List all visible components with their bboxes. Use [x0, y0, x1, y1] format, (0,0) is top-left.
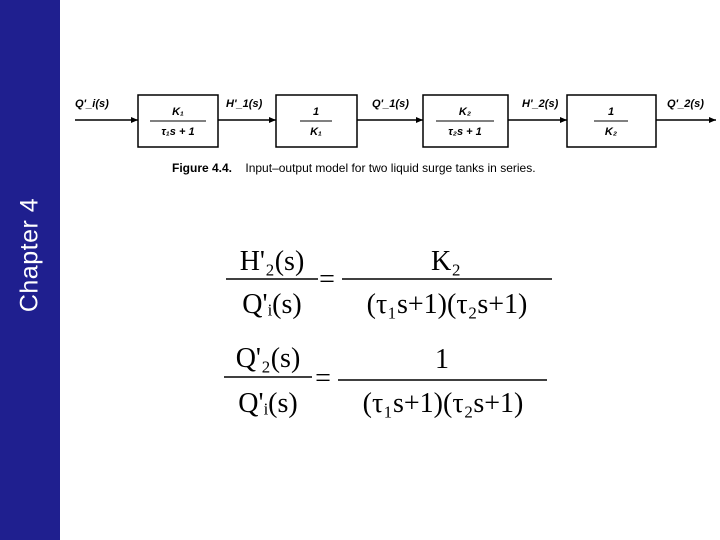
- block4-numerator: 1: [608, 106, 614, 118]
- signal-label-q2: Q'_2(s): [667, 98, 704, 110]
- block4-denominator: K₂: [605, 126, 617, 138]
- equation-1: H'₂(s) Q'ᵢ(s) = K₂ (τ₁s+1)(τ₂s+1): [226, 246, 552, 320]
- signal-label-h2: H'_2(s): [522, 98, 559, 110]
- eq2-lhs-numerator: Q'₂(s): [236, 343, 301, 374]
- eq1-rhs-denominator: (τ₁s+1)(τ₂s+1): [367, 289, 528, 320]
- block2-numerator: 1: [313, 106, 319, 118]
- block3-denominator: τ₂s + 1: [448, 126, 481, 138]
- figure-caption: Figure 4.4. Input–output model for two l…: [172, 161, 536, 175]
- eq2-equals: =: [315, 363, 331, 394]
- eq2-lhs-denominator: Q'ᵢ(s): [238, 388, 297, 419]
- block-diagram: Q'_i(s) H'_1(s) Q'_1(s) H'_2(s) Q'_2(s) …: [75, 94, 716, 175]
- eq1-lhs-numerator: H'₂(s): [240, 246, 305, 277]
- chapter-sidebar: Chapter 4: [0, 0, 60, 540]
- eq2-rhs-denominator: (τ₁s+1)(τ₂s+1): [363, 388, 524, 419]
- eq1-rhs-numerator: K₂: [431, 246, 461, 277]
- block1-denominator: τ₁s + 1: [161, 126, 194, 138]
- eq1-equals: =: [319, 264, 335, 295]
- block3-numerator: K₂: [459, 106, 471, 118]
- equation-2: Q'₂(s) Q'ᵢ(s) = 1 (τ₁s+1)(τ₂s+1): [224, 343, 547, 419]
- figure-caption-label: Figure 4.4.: [172, 161, 232, 175]
- figure-caption-text: Input–output model for two liquid surge …: [245, 161, 535, 175]
- block2-denominator: K₁: [310, 126, 322, 138]
- signal-label-q1: Q'_1(s): [372, 98, 409, 110]
- eq1-lhs-denominator: Q'ᵢ(s): [242, 289, 301, 320]
- eq2-rhs-numerator: 1: [435, 344, 449, 375]
- signal-label-h1: H'_1(s): [226, 98, 263, 110]
- signal-label-qi: Q'_i(s): [75, 98, 109, 110]
- block1-numerator: K₁: [172, 106, 184, 118]
